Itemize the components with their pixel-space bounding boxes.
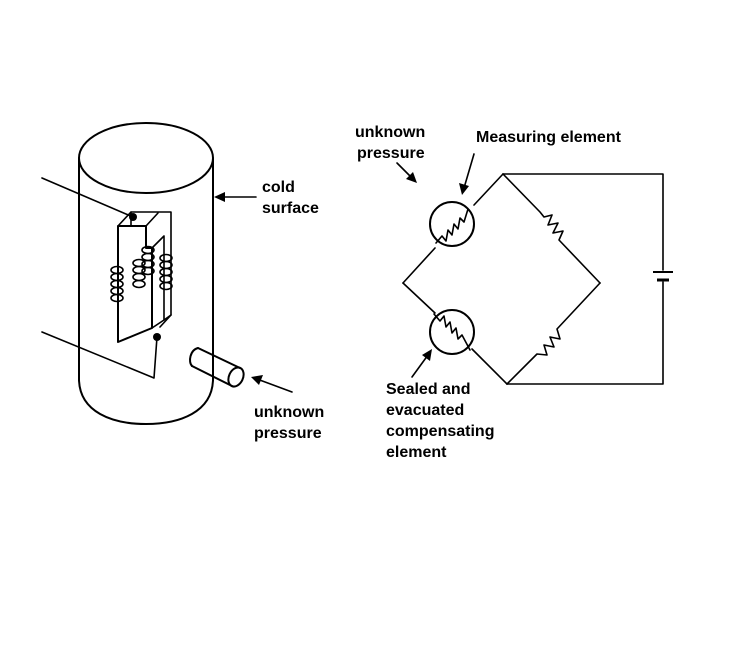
left-pressure-label-2: pressure bbox=[254, 425, 322, 442]
bridge-wire-bottom-left bbox=[471, 348, 508, 385]
heated-element-assembly bbox=[110, 211, 173, 343]
measuring-element-arrow bbox=[459, 153, 475, 195]
bridge-wire-top-left bbox=[473, 173, 504, 206]
filament-coil-center-left bbox=[132, 258, 146, 289]
measuring-element-label: Measuring element bbox=[476, 129, 622, 146]
gauge-cylinder bbox=[78, 122, 214, 425]
cylinder-bottom bbox=[78, 379, 214, 425]
bridge-wire-left-upper bbox=[402, 247, 436, 284]
measuring-element bbox=[429, 201, 475, 247]
fixed-resistor-upper bbox=[502, 173, 601, 284]
element-frame-edge-4 bbox=[151, 314, 172, 329]
battery-wire-bottom bbox=[506, 281, 664, 385]
cold-surface-label-2: surface bbox=[262, 200, 319, 217]
element-frame-back bbox=[117, 211, 172, 328]
sealed-label-3: compensating bbox=[386, 423, 494, 440]
element-frame-edge-2 bbox=[145, 212, 159, 227]
filament-coil-center-right bbox=[141, 245, 155, 276]
sealed-label-4: element bbox=[386, 444, 447, 461]
wheatstone-bridge bbox=[402, 173, 673, 385]
filament-coil-left bbox=[110, 265, 124, 303]
left-pressure-label-1: unknown bbox=[254, 404, 324, 421]
right-pressure-label-2: pressure bbox=[357, 145, 425, 162]
cylinder-top bbox=[78, 122, 214, 194]
compensating-element-arrow bbox=[411, 349, 432, 378]
lead-wire-top bbox=[41, 177, 134, 218]
fixed-resistor-lower bbox=[506, 282, 601, 385]
left-pressure-arrow bbox=[251, 375, 293, 393]
sealed-label-2: evacuated bbox=[386, 402, 464, 419]
compensating-element bbox=[429, 309, 475, 355]
bridge-wire-left-lower bbox=[402, 282, 436, 314]
pressure-inlet-tube bbox=[189, 347, 245, 388]
element-frame-edge-3 bbox=[151, 235, 165, 321]
sealed-label-1: Sealed and bbox=[386, 381, 470, 398]
cold-surface-arrow bbox=[214, 192, 257, 202]
filament-coil-right bbox=[159, 253, 173, 291]
cold-surface-label-1: cold bbox=[262, 179, 295, 196]
battery-wire-top bbox=[502, 173, 664, 271]
lead-wire-bottom bbox=[41, 331, 158, 379]
right-pressure-arrow bbox=[396, 162, 417, 183]
right-pressure-label-1: unknown bbox=[355, 124, 425, 141]
